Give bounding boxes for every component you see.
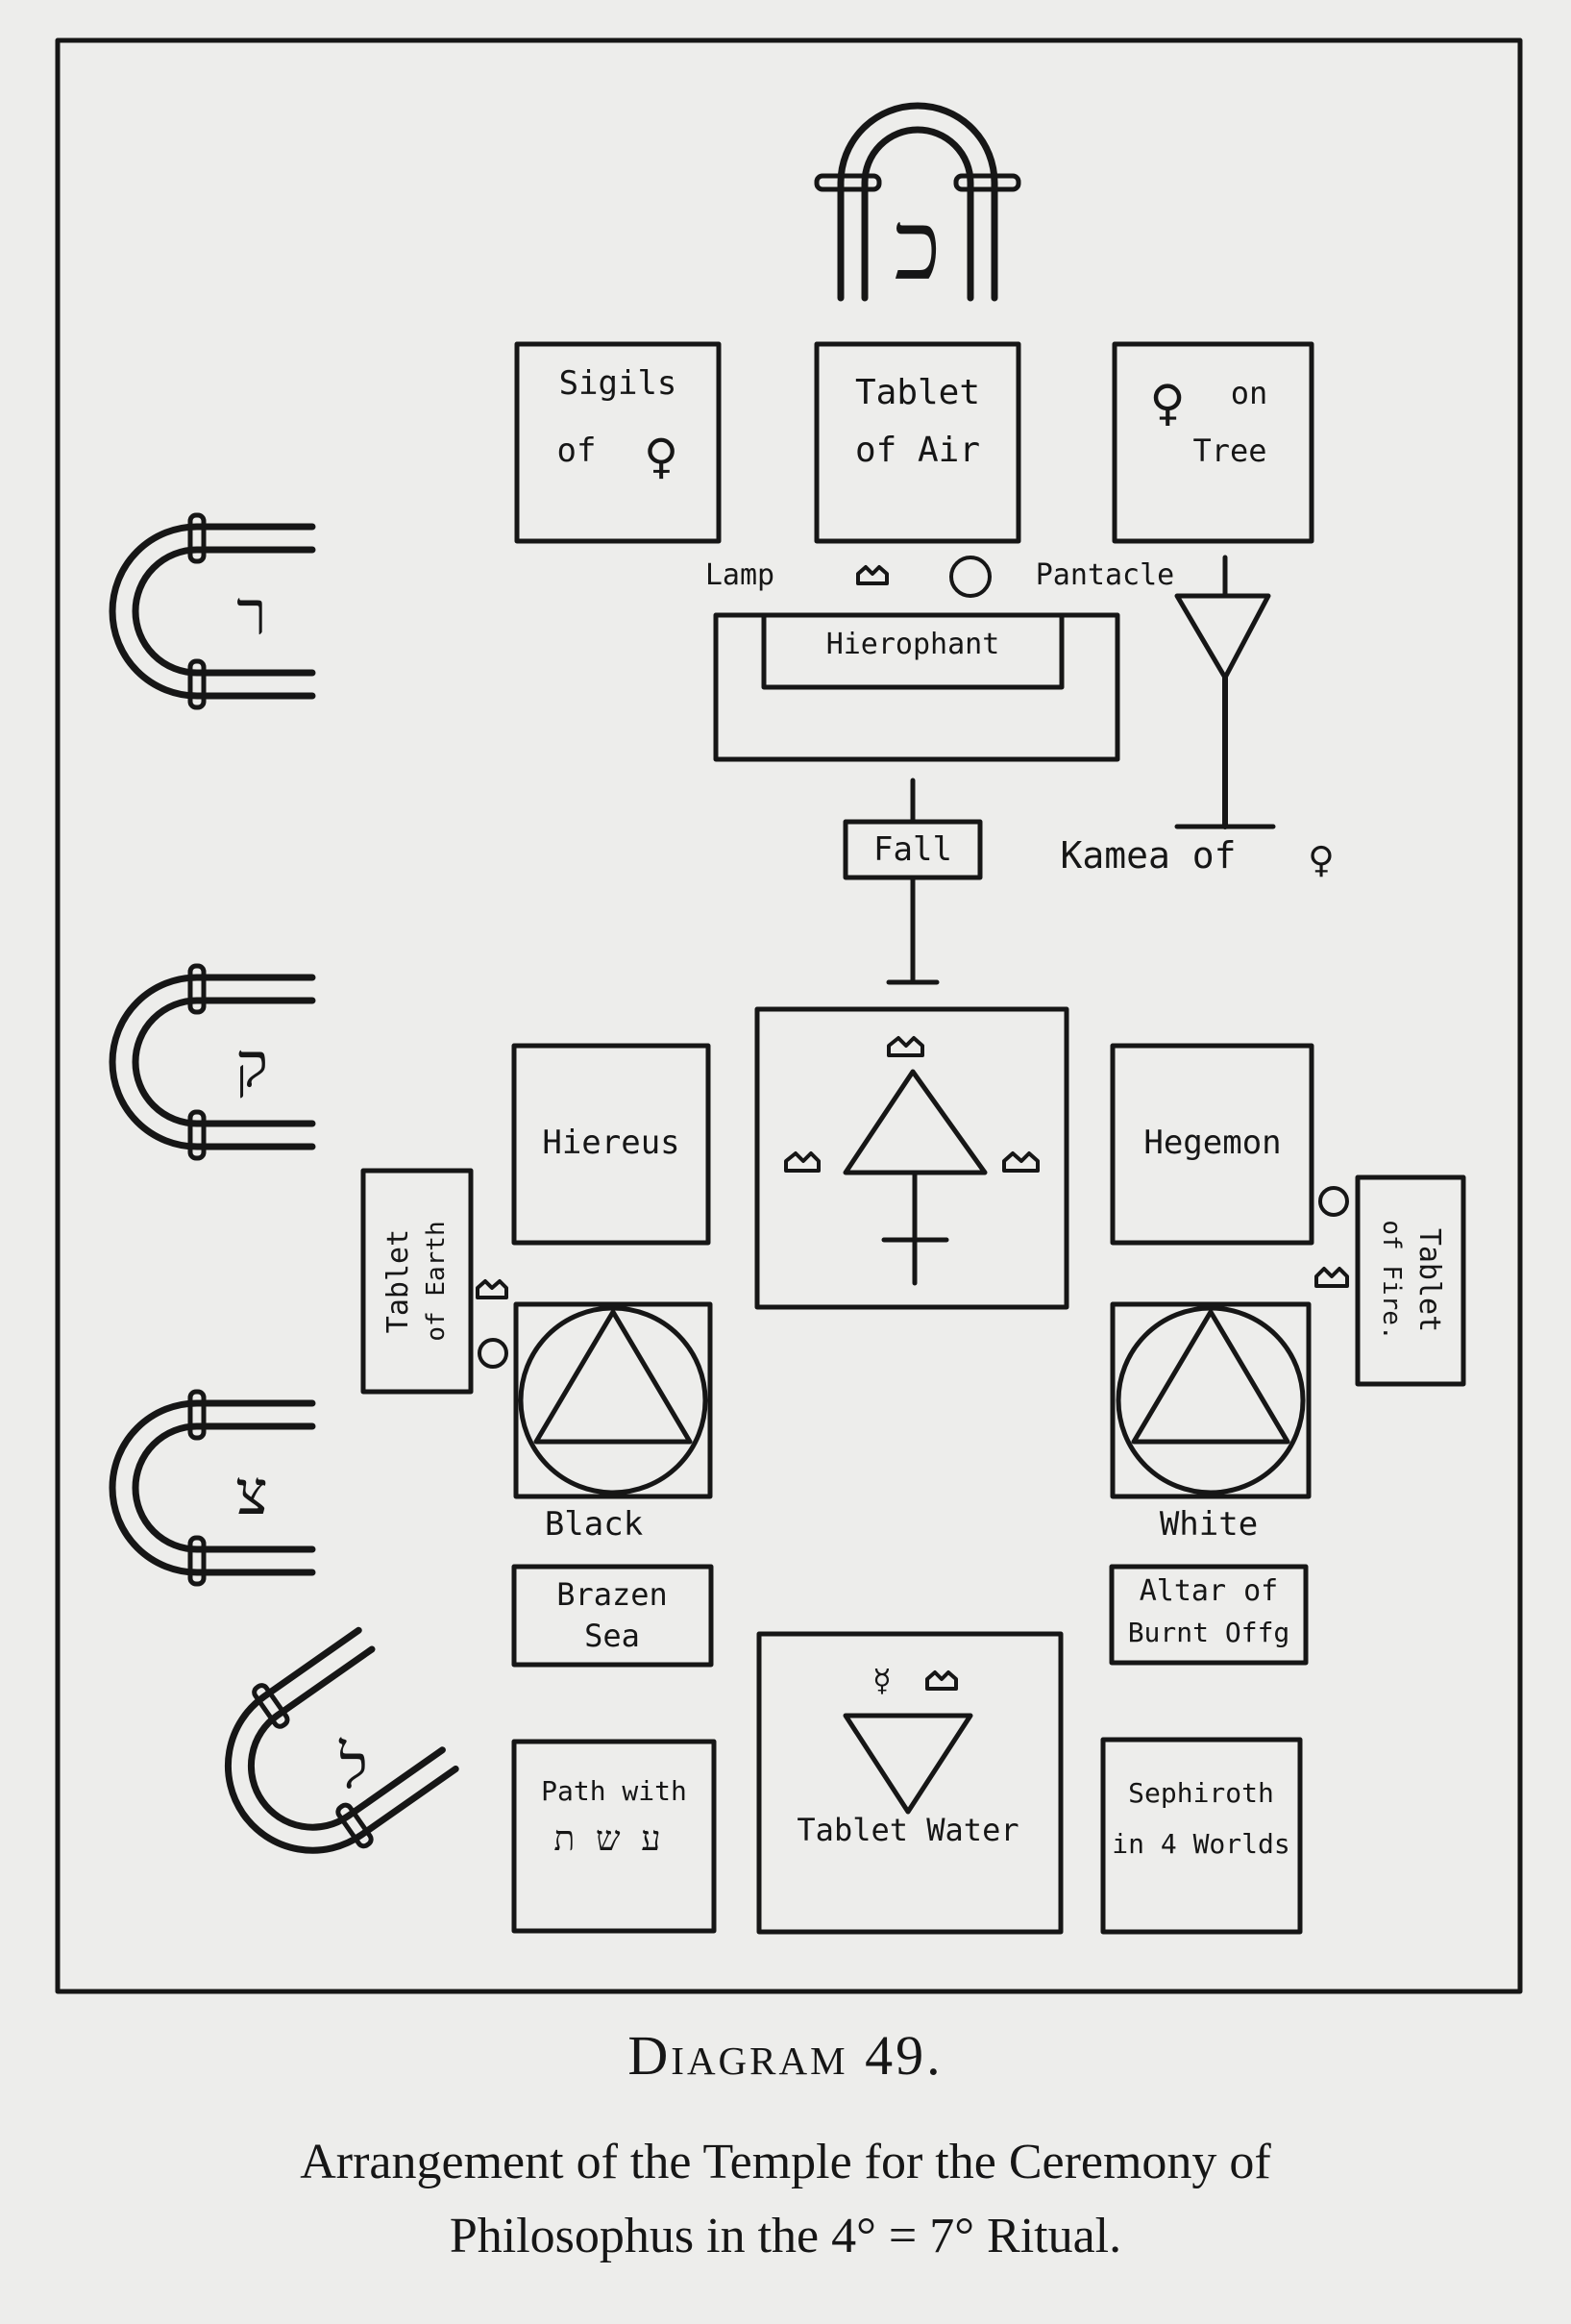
tablet-of-fire-box: Tablet of Fire. — [1355, 1174, 1466, 1387]
path-label-2: ע ש ת — [553, 1819, 660, 1859]
white-label: White — [1160, 1505, 1258, 1544]
lamp-icon — [476, 1279, 508, 1299]
lamp-icon — [887, 1036, 924, 1057]
lamp-icon — [784, 1151, 821, 1173]
pantacle-icon — [478, 1338, 508, 1369]
venus-symbol: ♀ — [1149, 367, 1185, 437]
arch-letter-left-2: ק — [235, 1030, 268, 1101]
tablet-water-label: Tablet Water — [797, 1812, 1019, 1848]
brazen-label-2: Sea — [584, 1618, 640, 1654]
arch-letter-left-3: צ — [235, 1458, 268, 1529]
sephiroth-box: Sephiroth in 4 Worlds — [1100, 1737, 1303, 1935]
white-pillar: White — [1110, 1301, 1312, 1544]
tablet-fire-label-1: Tablet — [1412, 1228, 1446, 1332]
hegemon-label: Hegemon — [1143, 1124, 1281, 1162]
sigils-of-venus-box: Sigils of ♀ — [514, 341, 722, 544]
arch-letter-left-1: ר — [236, 579, 266, 650]
brazen-label-1: Brazen — [556, 1576, 668, 1613]
triangle-icon — [843, 1713, 973, 1815]
outer-frame — [55, 37, 1523, 1994]
arch-letter-top: כ — [895, 189, 942, 302]
pantacle-label: Pantacle — [1036, 558, 1175, 592]
portal-arch-top: כ — [814, 102, 1021, 302]
tablet-of-air-box: Tablet of Air — [814, 341, 1021, 544]
path-with-letters-box: Path with ע ש ת — [511, 1739, 717, 1934]
triangle-icon — [533, 1309, 693, 1445]
caption-line-2: Philosophus in the 4° = 7° Ritual. — [449, 2209, 1122, 2263]
hierophant-label: Hierophant — [826, 628, 1000, 661]
kamea-label: Kamea of — [1060, 834, 1236, 877]
caption-title: Diagram 49. — [627, 2024, 944, 2087]
tablet-air-label-1: Tablet — [855, 373, 980, 412]
sulphur-icon: ☿ — [872, 1662, 892, 1700]
pantacle-icon — [949, 556, 992, 598]
path-label-1: Path with — [541, 1775, 687, 1807]
altar-label-1: Altar of — [1140, 1574, 1279, 1608]
portal-arch-left-2: ק — [109, 963, 316, 1161]
portal-arch-left-3: צ — [109, 1389, 316, 1587]
venus-symbol: ♀ — [644, 423, 678, 490]
brazen-sea-box: Brazen Sea — [511, 1564, 714, 1668]
lamp-icon — [856, 565, 889, 585]
triangle-icon — [1131, 1309, 1290, 1445]
altar-burnt-offering-box: Altar of Burnt Offg — [1109, 1564, 1309, 1666]
hegemon-box: Hegemon — [1110, 1043, 1314, 1246]
sephiroth-label-2: in 4 Worlds — [1112, 1828, 1289, 1860]
venus-tree-label-1: on — [1231, 375, 1268, 411]
lamp-icon — [925, 1670, 958, 1691]
caption-line-1: Arrangement of the Temple for the Ceremo… — [300, 2135, 1271, 2189]
lamp-icon — [1002, 1151, 1040, 1173]
sephiroth-label-1: Sephiroth — [1128, 1777, 1274, 1809]
venus-symbol: ♀ — [1308, 833, 1335, 885]
hiereus-box: Hiereus — [511, 1043, 711, 1246]
sigils-of-label: of — [557, 432, 597, 470]
tablet-fire-label-2: of Fire. — [1377, 1220, 1406, 1340]
pantacle-icon — [1318, 1186, 1349, 1217]
venus-tree-label-2: Tree — [1192, 433, 1266, 469]
tablet-earth-label-2: of Earth — [422, 1221, 451, 1341]
sigils-label: Sigils — [559, 364, 677, 403]
central-altar — [754, 1006, 1069, 1310]
triangle-icon — [843, 1069, 988, 1175]
tablet-of-water-box: ☿ Tablet Water — [756, 1631, 1064, 1935]
cup-icon — [1174, 555, 1276, 829]
black-label: Black — [545, 1505, 643, 1544]
hiereus-label: Hiereus — [542, 1124, 679, 1162]
hierophant-dais: Hierophant — [713, 612, 1120, 762]
venus-on-tree-box: ♀ on Tree — [1112, 341, 1314, 544]
portal-arch-left-1: ר — [109, 512, 316, 710]
tablet-of-earth-box: Tablet of Earth — [360, 1168, 474, 1395]
arch-letter-left-4: ל — [338, 1732, 368, 1803]
tablet-air-label-2: of Air — [855, 431, 980, 470]
lamp-icon — [1314, 1267, 1349, 1288]
fall-box — [843, 819, 983, 880]
altar-label-2: Burnt Offg — [1128, 1617, 1290, 1648]
portal-arch-left-4 — [224, 1626, 459, 1854]
black-pillar: Black — [513, 1301, 713, 1544]
fall-label: Fall — [873, 830, 952, 869]
lamp-label: Lamp — [705, 558, 774, 592]
tablet-earth-label-1: Tablet — [381, 1229, 415, 1333]
